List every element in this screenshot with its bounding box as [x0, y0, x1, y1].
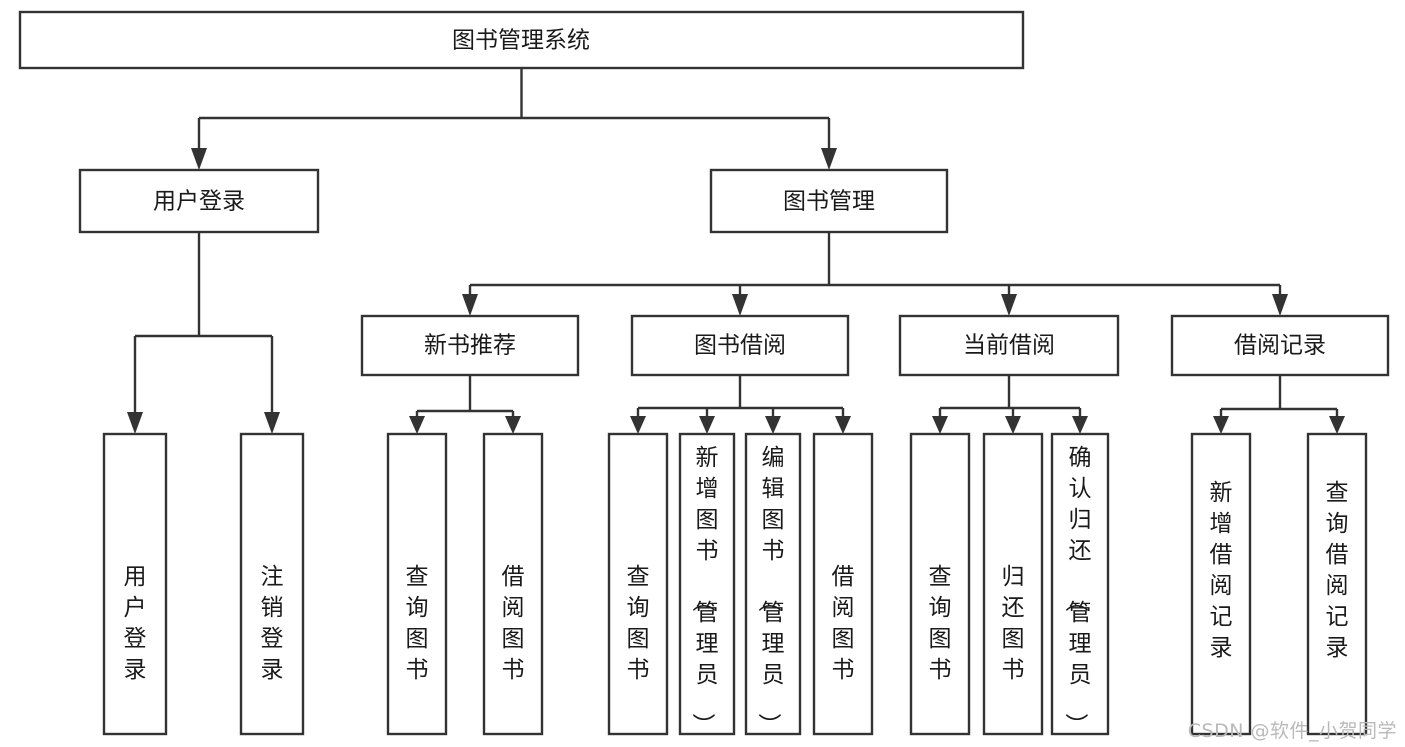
node-root[interactable]: 图书管理系统 [18, 10, 1025, 70]
node-borrow-record-box[interactable] [1170, 314, 1390, 377]
node-book-manage-label: 图书管理 [783, 189, 875, 215]
arrow-head-leaf-confirm-return [1072, 416, 1088, 434]
node-leaf-confirm-return-label: 确认归还（管理员） [1063, 445, 1092, 736]
node-leaf-query-book-1-label: 查询图书 [406, 564, 429, 683]
node-leaf-user-logout-box[interactable] [239, 432, 305, 736]
arrow-head-leaf-edit-book [765, 416, 781, 434]
node-new-book-rec-box[interactable] [360, 314, 580, 377]
node-leaf-user-logout-label: 注销登录 [261, 564, 284, 683]
node-leaf-query-book-1-box[interactable] [386, 432, 448, 736]
node-leaf-borrow-book-1-box[interactable] [482, 432, 544, 736]
arrow-head-leaf-query-record [1329, 416, 1345, 434]
node-leaf-query-book-2-box[interactable] [607, 432, 669, 736]
node-leaf-query-book-3-label: 查询图书 [929, 564, 952, 683]
arrow-head-leaf-user-logout [264, 412, 280, 434]
node-leaf-user-login-label: 用户登录 [124, 564, 147, 683]
edge-group-book-manage [462, 232, 1288, 316]
node-leaf-query-record-label: 查询借阅记录 [1326, 480, 1349, 661]
node-book-borrow[interactable]: 图书借阅 [630, 314, 850, 377]
node-book-borrow-label: 图书借阅 [694, 333, 786, 359]
node-leaf-borrow-book-2-box[interactable] [812, 432, 874, 736]
node-leaf-query-book-3-box[interactable] [909, 432, 971, 736]
node-leaf-add-record[interactable]: 新增借阅记录 [1190, 432, 1252, 736]
node-leaf-confirm-return[interactable]: 确认归还（管理员） [1050, 432, 1110, 736]
node-book-manage-box[interactable] [709, 168, 949, 234]
node-leaf-query-book-2[interactable]: 查询图书 [607, 432, 669, 736]
arrow-head-new-book-rec [462, 294, 478, 316]
arrow-head-leaf-borrow-book-1 [505, 416, 521, 434]
node-user-login-box[interactable] [78, 168, 320, 234]
node-root-box[interactable] [18, 10, 1025, 70]
arrow-head-leaf-query-book-3 [932, 416, 948, 434]
arrow-head-leaf-return-book [1005, 416, 1021, 434]
node-leaf-user-logout[interactable]: 注销登录 [239, 432, 305, 736]
edge-group-root [191, 68, 837, 170]
node-current-borrow-box[interactable] [898, 314, 1120, 377]
node-leaf-query-record-box[interactable] [1306, 432, 1368, 736]
node-leaf-borrow-book-1-label: 借阅图书 [502, 564, 525, 683]
node-leaf-add-book-box[interactable] [678, 432, 736, 736]
arrow-head-leaf-query-book-2 [630, 416, 646, 434]
node-leaf-return-book-box[interactable] [982, 432, 1044, 736]
edge-group-new-book-rec [409, 375, 521, 434]
node-leaf-edit-book[interactable]: 编辑图书（管理员） [744, 432, 802, 736]
node-leaf-query-record[interactable]: 查询借阅记录 [1306, 432, 1368, 736]
node-leaf-add-book-label: 新增图书（管理员） [690, 445, 719, 736]
edge-group-user-login [127, 232, 280, 434]
arrow-head-leaf-add-book [699, 416, 715, 434]
arrow-head-leaf-borrow-book-2 [835, 416, 851, 434]
node-borrow-record-label: 借阅记录 [1234, 333, 1326, 359]
node-leaf-return-book[interactable]: 归还图书 [982, 432, 1044, 736]
node-leaf-add-book[interactable]: 新增图书（管理员） [678, 432, 736, 736]
csdn-watermark: CSDN @软件_小贺同学 [1187, 720, 1397, 742]
node-leaf-edit-book-box[interactable] [744, 432, 802, 736]
node-leaf-confirm-return-box[interactable] [1050, 432, 1110, 736]
arrow-head-leaf-add-record [1213, 416, 1229, 434]
node-book-borrow-box[interactable] [630, 314, 850, 377]
edge-group-borrow-record [1213, 375, 1345, 434]
arrow-head-user-login [191, 148, 207, 170]
node-current-borrow-label: 当前借阅 [963, 333, 1055, 359]
node-leaf-add-record-box[interactable] [1190, 432, 1252, 736]
node-leaf-borrow-book-1[interactable]: 借阅图书 [482, 432, 544, 736]
node-leaf-query-book-3[interactable]: 查询图书 [909, 432, 971, 736]
edge-group-book-borrow [630, 375, 851, 434]
node-leaf-user-login-box[interactable] [102, 432, 168, 736]
node-root-label: 图书管理系统 [452, 28, 590, 54]
node-leaf-user-login[interactable]: 用户登录 [102, 432, 168, 736]
edge-group-current-borrow [932, 375, 1088, 434]
arrow-head-leaf-query-book-1 [409, 416, 425, 434]
node-borrow-record[interactable]: 借阅记录 [1170, 314, 1390, 377]
node-leaf-borrow-book-2-label: 借阅图书 [832, 564, 855, 683]
node-leaf-query-book-2-label: 查询图书 [627, 564, 650, 683]
arrow-head-book-manage [821, 148, 837, 170]
node-new-book-rec[interactable]: 新书推荐 [360, 314, 580, 377]
node-leaf-add-record-label: 新增借阅记录 [1210, 480, 1233, 661]
node-leaf-borrow-book-2[interactable]: 借阅图书 [812, 432, 874, 736]
node-leaf-query-book-1[interactable]: 查询图书 [386, 432, 448, 736]
node-new-book-rec-label: 新书推荐 [424, 333, 516, 359]
node-current-borrow[interactable]: 当前借阅 [898, 314, 1120, 377]
node-book-manage[interactable]: 图书管理 [709, 168, 949, 234]
node-leaf-return-book-label: 归还图书 [1002, 564, 1025, 683]
arrow-head-book-borrow [732, 294, 748, 316]
arrow-head-current-borrow [1001, 294, 1017, 316]
node-leaf-edit-book-label: 编辑图书（管理员） [756, 445, 785, 736]
node-user-login[interactable]: 用户登录 [78, 168, 320, 234]
node-user-login-label: 用户登录 [153, 189, 245, 215]
arrow-head-borrow-record [1272, 294, 1288, 316]
arrow-head-leaf-user-login [127, 412, 143, 434]
